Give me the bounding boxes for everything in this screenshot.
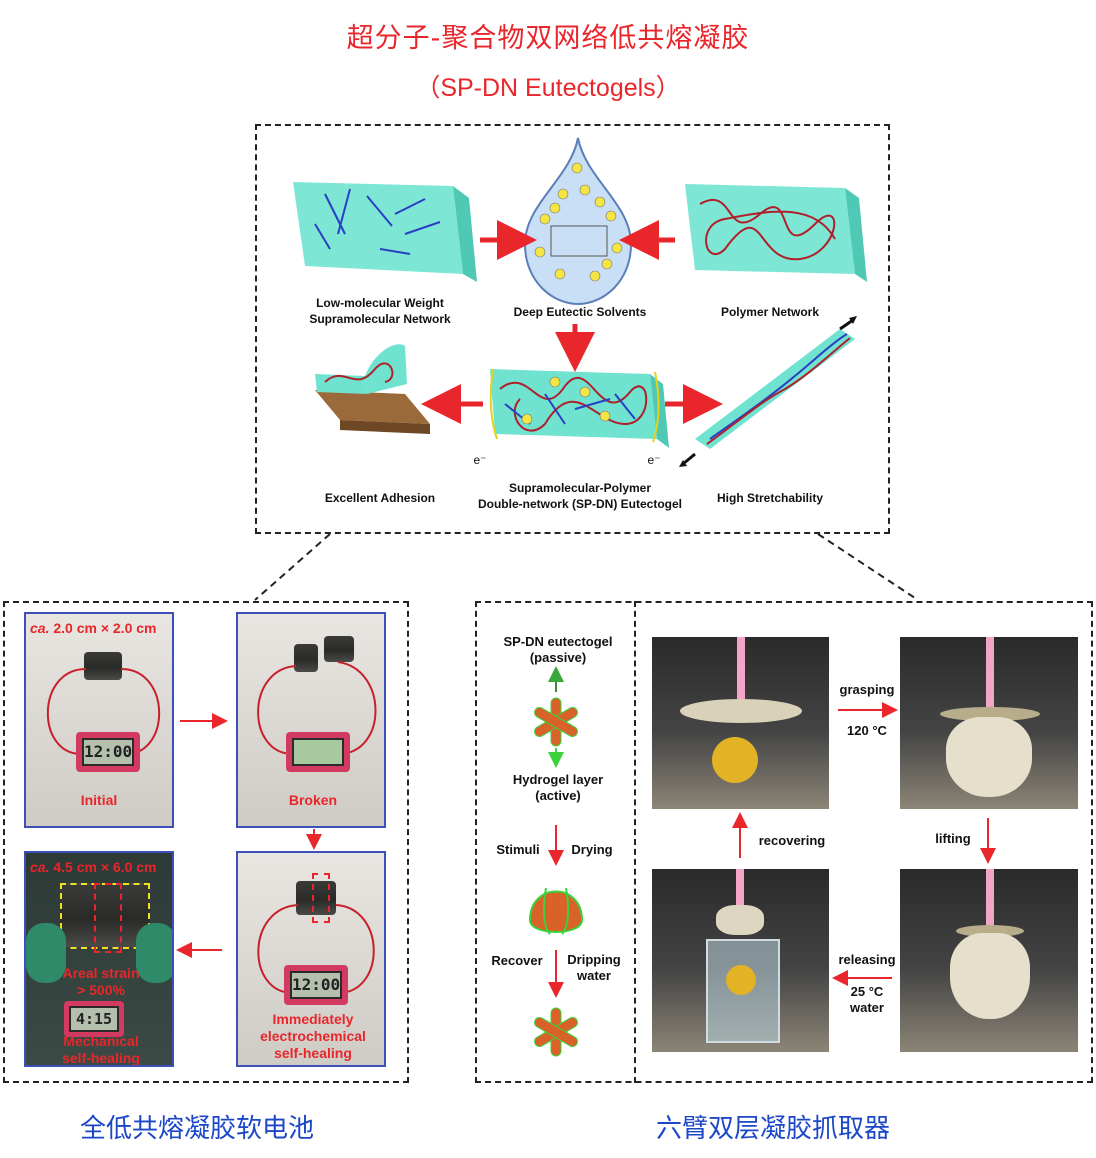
stretched-highlight <box>94 883 122 953</box>
water-temp-label: 25 °C water <box>850 984 884 1015</box>
gripper-photo-lifting <box>900 869 1078 1052</box>
size-label-1: ca. 2.0 cm × 2.0 cm <box>30 620 157 636</box>
gripper-footer-title: 六臂双层凝胶抓取器 <box>656 1114 891 1144</box>
closed-petals-lift <box>950 933 1030 1019</box>
pink-rod <box>736 869 744 913</box>
lcd-display-off <box>286 732 350 772</box>
battery-arrows <box>176 713 322 958</box>
battery-frame <box>3 601 409 1083</box>
temp-120-label: 120 °C <box>847 723 887 738</box>
polymer-network-label: Polymer Network <box>720 305 820 319</box>
closed-petals <box>946 717 1032 797</box>
releasing-label: releasing <box>838 952 896 967</box>
des-droplet <box>523 137 633 306</box>
page-title-cn: 超分子-聚合物双网络低共熔凝胶 <box>346 23 750 54</box>
low-molecular-label: Low-molecular Weight Supramolecular Netw… <box>309 296 451 326</box>
broken-wire <box>257 661 377 755</box>
dripping-water-label: Dripping water <box>567 952 621 983</box>
lcd-screen-stretch: 4:15 <box>69 1006 119 1032</box>
adhesion-label: Excellent Adhesion <box>324 491 436 505</box>
battery-cell <box>84 652 122 680</box>
glove-left <box>26 923 66 983</box>
spdn-gel-block <box>489 368 669 448</box>
gripper-photo-grasping <box>900 637 1078 809</box>
broken-cell-left <box>294 644 318 672</box>
gripper-divider <box>634 601 636 1083</box>
immediately-caption: Immediately electrochemical self-healing <box>260 1011 366 1061</box>
lcd-display-stretch: 4:15 <box>64 1001 124 1037</box>
des-label: Deep Eutectic Solvents <box>513 305 647 319</box>
grasping-label: grasping <box>839 682 895 697</box>
flat-gripper <box>534 697 578 747</box>
broken-caption: Broken <box>288 792 338 808</box>
hydrogel-active-label: Hydrogel layer (active) <box>512 772 604 803</box>
lifting-label: lifting <box>935 831 971 846</box>
healed-highlight <box>312 873 330 923</box>
stimuli-label: Stimuli <box>496 842 540 857</box>
gripper-arrows <box>732 702 996 986</box>
drying-label: Drying <box>571 842 613 857</box>
battery-photo-healed: 12:00 Immediately electrochemical self-h… <box>236 851 386 1067</box>
battery-photo-broken: Broken <box>236 612 386 828</box>
size-label-2: ca. 4.5 cm × 6.0 cm <box>30 859 157 875</box>
open-petals <box>716 905 764 935</box>
lcd-display-healed: 12:00 <box>284 965 348 1005</box>
pink-rod <box>986 637 994 713</box>
gripper-photo-initial <box>652 637 829 809</box>
recover-label: Recover <box>491 953 543 968</box>
schematic-graphics <box>293 137 867 467</box>
electron-left: e⁻ <box>473 453 487 467</box>
battery-photo-stretched: ca. 4.5 cm × 6.0 cm Areal strain > 500% … <box>24 851 174 1067</box>
mechanical-caption: Mechanical self-healing <box>62 1033 140 1066</box>
lcd-screen-healed: 12:00 <box>290 971 342 999</box>
yarn-ball <box>712 737 758 783</box>
gripper-frame <box>475 601 1093 1083</box>
cap-disc <box>940 707 1040 721</box>
recovered-gripper <box>534 1007 578 1057</box>
pink-rod <box>986 869 994 929</box>
yarn-ball-beaker <box>726 965 756 995</box>
closed-gripper <box>528 887 584 935</box>
pink-rod <box>737 637 745 717</box>
polymer-network-block <box>685 184 867 282</box>
low-molecular-gel-block <box>293 182 477 282</box>
areal-strain-label: Areal strain > 500% <box>62 965 140 998</box>
recovering-label: recovering <box>758 833 826 848</box>
lcd-screen: 12:00 <box>82 738 134 766</box>
schematic-frame <box>255 124 890 534</box>
connector-lines <box>254 533 919 601</box>
stretch-figure <box>679 316 857 467</box>
electron-right: e⁻ <box>647 453 661 467</box>
gripper-photo-releasing <box>652 869 829 1052</box>
initial-caption: Initial <box>80 792 118 808</box>
broken-cell-right <box>324 636 354 662</box>
glove-right <box>136 923 172 983</box>
battery-footer-title: 全低共熔凝胶软电池 <box>80 1114 315 1144</box>
healed-wire <box>257 904 375 994</box>
spdn-label: Supramolecular-Polymer Double-network (S… <box>477 481 682 511</box>
flat-petals <box>680 699 802 723</box>
lcd-display: 12:00 <box>76 732 140 772</box>
battery-photo-initial: ca. 2.0 cm × 2.0 cm 12:00 Initial <box>24 612 174 828</box>
gripper-schematic-graphics <box>528 666 584 1057</box>
stretch-label: High Stretchability <box>716 491 823 505</box>
adhesion-figure <box>315 344 430 434</box>
lcd-screen-off <box>292 738 344 766</box>
page-title-en: （SP-DN Eutectogels） <box>415 74 681 102</box>
spdn-passive-label: SP-DN eutectogel (passive) <box>503 634 613 665</box>
